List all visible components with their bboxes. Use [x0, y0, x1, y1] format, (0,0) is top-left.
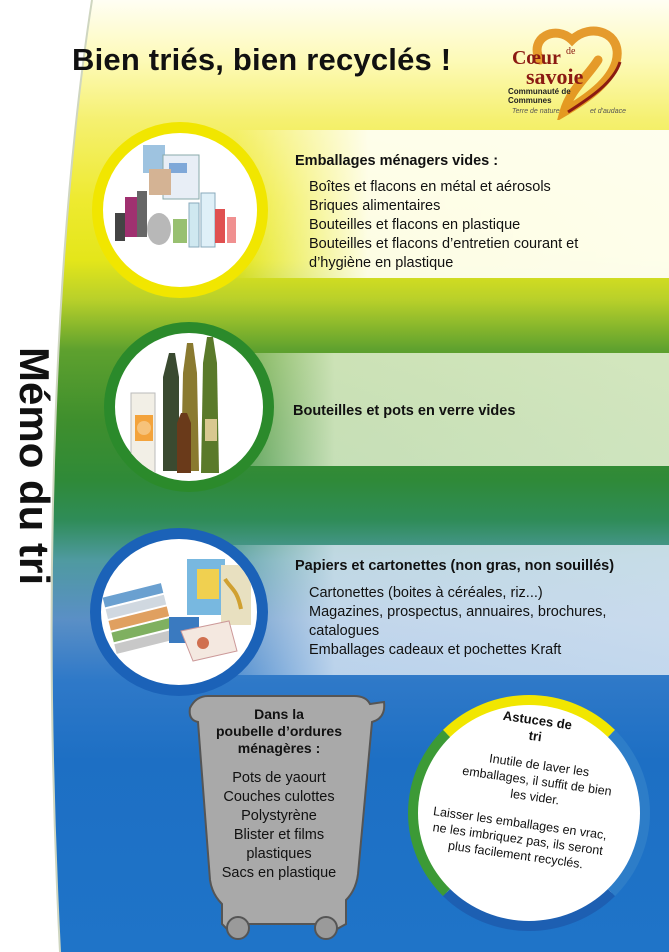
logo-tagline-right: et d'audace: [590, 108, 626, 115]
paper-cardboard-illustration: [90, 528, 268, 696]
logo-tagline-left: Terre de nature: [512, 108, 560, 115]
paper-list: Cartonettes (boites à céréales, riz...) …: [309, 584, 606, 660]
list-item: Polystyrène: [241, 808, 317, 824]
list-item: d’hygiène en plastique: [309, 255, 454, 271]
bin-list: Pots de yaourt Couches culottes Polystyr…: [198, 769, 360, 883]
logo-name-part2: savoie: [526, 64, 584, 89]
packaging-illustration: [92, 122, 268, 298]
side-title: Mémo du tri: [11, 347, 58, 585]
list-item: Bouteilles et flacons d’entretien couran…: [309, 236, 579, 252]
list-item: Emballages cadeaux et pochettes Kraft: [309, 642, 562, 658]
logo-line1: Communauté de: [508, 87, 571, 96]
tips-circle: [408, 695, 650, 931]
glass-bottles-illustration: [104, 322, 274, 492]
glass-heading: Bouteilles et pots en verre vides: [293, 403, 516, 419]
page-title: Bien triés, bien recyclés !: [72, 42, 452, 77]
list-item: Bouteilles et flacons en plastique: [309, 217, 521, 233]
list-item: Cartonettes (boites à céréales, riz...): [309, 585, 543, 601]
list-item: plastiques: [246, 846, 312, 862]
list-item: Boîtes et flacons en métal et aérosols: [309, 179, 551, 195]
bin-content: Dans la poubelle d’ordures ménagères : P…: [198, 706, 360, 883]
logo-de: de: [566, 46, 576, 57]
logo-name-part1: Cœur: [512, 47, 561, 69]
bin-title-line: ménagères :: [237, 740, 321, 756]
list-item: Blister et films: [233, 827, 325, 843]
packaging-list: Boîtes et flacons en métal et aérosols B…: [309, 178, 578, 273]
list-item: Briques alimentaires: [309, 198, 441, 214]
list-item: Pots de yaourt: [232, 770, 326, 786]
white-side-panel: [0, 0, 93, 952]
coeur-de-savoie-logo: Cœur de savoie Communauté de Communes Te…: [508, 26, 626, 120]
packaging-heading: Emballages ménagers vides :: [295, 153, 499, 169]
list-item: Magazines, prospectus, annuaires, brochu…: [309, 604, 607, 620]
bin-title-line: poubelle d’ordures: [215, 723, 342, 739]
list-item: catalogues: [309, 623, 380, 639]
logo-line2: Communes: [508, 96, 552, 105]
bin-title-line: Dans la: [254, 706, 304, 722]
trash-bin-icon: [188, 695, 386, 940]
list-item: Couches culottes: [223, 789, 335, 805]
list-item: Sacs en plastique: [221, 865, 337, 881]
paper-heading: Papiers et cartonettes (non gras, non so…: [295, 558, 615, 574]
tips-content: Astuces de tri Inutile de laver les emba…: [405, 697, 652, 879]
